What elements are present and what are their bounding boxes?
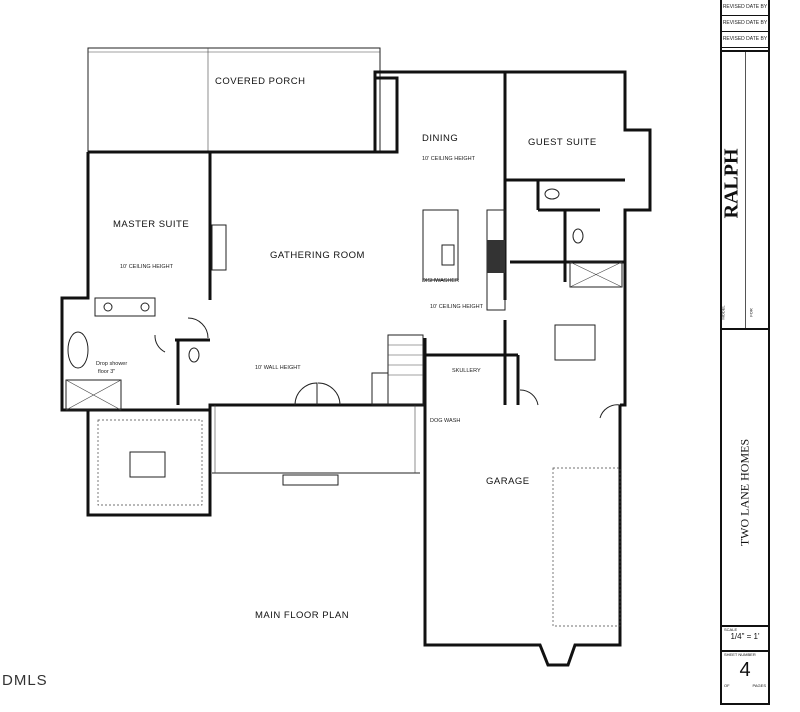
label-dining: DINING <box>422 133 458 144</box>
plan-title: MAIN FLOOR PLAN <box>255 610 349 621</box>
label-wall-height: 10' WALL HEIGHT <box>255 365 301 371</box>
label-drop-shower-floor: floor 3" <box>98 369 115 375</box>
label-master-suite: MASTER SUITE <box>113 219 189 230</box>
covered-porch <box>87 47 381 153</box>
pages-label: PAGES <box>752 683 767 688</box>
label-dog-wash: DOG WASH <box>430 418 460 424</box>
revision-row: REVISED DATE BY <box>722 16 768 32</box>
label-master-ceiling: 10' CEILING HEIGHT <box>120 264 174 270</box>
label-kitchen-ceiling: 10' CEILING HEIGHT <box>430 304 484 310</box>
floor-plan: COVERED PORCH DINING 10' CEILING HEIGHT … <box>60 47 652 667</box>
label-covered-porch: COVERED PORCH <box>215 76 305 87</box>
label-dining-ceiling: 10' CEILING HEIGHT <box>422 156 476 162</box>
sheet-number: 4 <box>739 659 751 681</box>
label-skullery: SKULLERY <box>452 368 481 374</box>
scale-label: SCALE <box>724 627 738 632</box>
sheet-label: SHEET NUMBER <box>724 652 756 657</box>
label-guest-suite: GUEST SUITE <box>528 137 597 148</box>
scale-value: 1/4" = 1' <box>730 632 760 641</box>
label-gathering-room: GATHERING ROOM <box>270 250 365 261</box>
title-block: REVISED DATE BY REVISED DATE BY REVISED … <box>720 0 770 705</box>
scale-box: SCALE 1/4" = 1' <box>722 625 768 650</box>
revision-row: REVISED DATE BY <box>722 32 768 48</box>
fixtures <box>65 188 623 627</box>
label-dishwasher: DISHWASHER <box>422 278 459 284</box>
model-box: RALPH MODEL FOR <box>720 50 768 330</box>
watermark: DMLS <box>2 672 48 689</box>
model-label: MODEL <box>720 305 726 320</box>
of-label: OF <box>724 683 730 688</box>
stairs <box>371 334 424 406</box>
label-garage: GARAGE <box>486 476 530 487</box>
sheet-box: SHEET NUMBER 4 OF PAGES <box>722 650 768 703</box>
for-label: FOR <box>748 308 754 317</box>
label-drop-shower: Drop shower <box>96 361 127 367</box>
model-name: RALPH <box>720 148 743 219</box>
builder-name: TWO LANE HOMES <box>737 438 752 547</box>
revision-row: REVISED DATE BY <box>722 0 768 16</box>
exterior-walls <box>60 70 652 667</box>
